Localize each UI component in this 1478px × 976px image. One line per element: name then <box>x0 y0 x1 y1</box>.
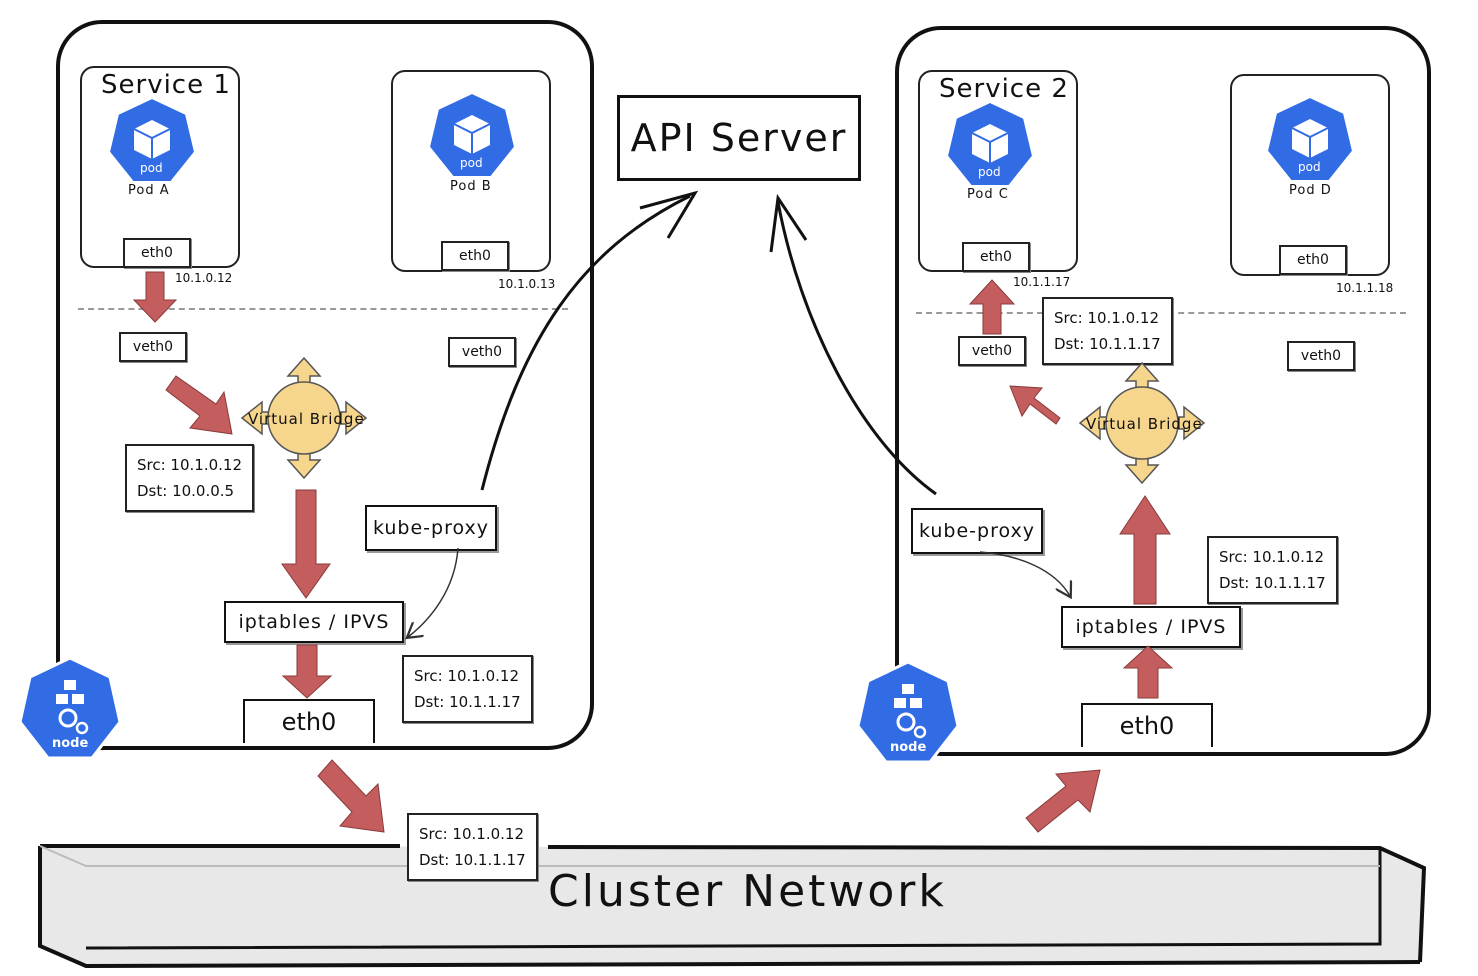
packet-dst: Dst: 10.1.1.17 <box>419 851 526 869</box>
red-arrow-network-to-eth0 <box>1025 769 1101 833</box>
right-node-icon-text: node <box>890 740 927 755</box>
packet-src: Src: 10.1.0.12 <box>414 667 519 685</box>
pod-c-eth0: eth0 <box>962 242 1030 272</box>
red-arrow-iptables-to-eth0 <box>281 644 333 699</box>
pod-a-label: Pod A <box>128 183 170 198</box>
pod-d-eth0: eth0 <box>1279 245 1347 275</box>
left-virtual-bridge <box>240 356 368 480</box>
right-kube-proxy-to-api-arrow <box>776 201 937 496</box>
pod-b-ip: 10.1.0.13 <box>498 277 556 291</box>
red-arrow-bridge-to-iptables <box>281 489 331 599</box>
red-arrow-eth0-to-iptables <box>1122 645 1174 699</box>
left-bridge-packet: Src: 10.1.0.12 Dst: 10.0.0.5 <box>125 444 254 512</box>
pod-b-label: Pod B <box>450 179 492 194</box>
pod-a-icon-text: pod <box>140 161 163 175</box>
right-proxy-iptables-arrow <box>979 551 1070 596</box>
right-api-arrowhead <box>769 193 808 253</box>
right-iptables-packet: Src: 10.1.0.12 Dst: 10.1.1.17 <box>1207 536 1338 604</box>
pod-b-eth0: eth0 <box>441 241 509 271</box>
packet-dst: Dst: 10.1.1.17 <box>1054 335 1161 353</box>
left-virtual-bridge-label: Virtual Bridge <box>248 410 365 428</box>
red-arrow-veth-to-podC <box>968 279 1016 335</box>
packet-src: Src: 10.1.0.12 <box>1219 548 1324 566</box>
right-node-eth0: eth0 <box>1081 703 1213 747</box>
pod-icon <box>107 96 197 183</box>
right-virtual-bridge-label: Virtual Bridge <box>1086 415 1203 433</box>
service-2-title: Service 2 <box>939 74 1069 104</box>
red-arrow-iptables-to-bridge <box>1119 495 1171 605</box>
left-api-arrowhead <box>639 190 699 239</box>
pod-c-label: Pod C <box>967 187 1009 202</box>
right-kube-proxy: kube-proxy <box>911 508 1043 554</box>
pod-a-veth0: veth0 <box>119 332 187 362</box>
pod-d-veth0: veth0 <box>1287 341 1355 371</box>
packet-src: Src: 10.1.0.12 <box>137 456 242 474</box>
pod-c-veth0: veth0 <box>958 336 1026 366</box>
pod-a-ip: 10.1.0.12 <box>175 271 233 285</box>
right-iptables-ipvs: iptables / IPVS <box>1061 606 1241 648</box>
left-pod-boundary <box>78 308 568 310</box>
left-node-icon-text: node <box>52 736 89 751</box>
pod-c-ip: 10.1.1.17 <box>1013 275 1071 289</box>
left-proxy-iptables-arrow <box>408 547 459 637</box>
pod-icon <box>427 91 517 178</box>
packet-dst: Dst: 10.1.1.17 <box>414 693 521 711</box>
node-icon <box>856 660 960 764</box>
pod-icon <box>1265 95 1355 182</box>
pod-b-icon-text: pod <box>460 156 483 170</box>
network-packet: Src: 10.1.0.12 Dst: 10.1.1.17 <box>407 813 538 881</box>
pod-d-box <box>1230 74 1390 276</box>
packet-dst: Dst: 10.1.1.17 <box>1219 574 1326 592</box>
pod-d-ip: 10.1.1.18 <box>1336 281 1394 295</box>
pod-b-veth0: veth0 <box>448 337 516 367</box>
left-kube-proxy-to-api-arrow <box>480 194 691 491</box>
right-virtual-bridge <box>1078 361 1206 485</box>
packet-src: Src: 10.1.0.12 <box>1054 309 1159 327</box>
node-icon <box>18 656 122 760</box>
cluster-network-label: Cluster Network <box>548 866 947 917</box>
service-1-title: Service 1 <box>101 70 231 100</box>
left-kube-proxy: kube-proxy <box>365 505 497 551</box>
red-arrow-podA-down <box>132 271 178 323</box>
api-server-box: API Server <box>617 95 861 181</box>
pod-c-icon-text: pod <box>978 165 1001 179</box>
right-veth-packet: Src: 10.1.0.12 Dst: 10.1.1.17 <box>1042 297 1173 365</box>
pod-d-icon-text: pod <box>1298 160 1321 174</box>
red-arrow-eth0-to-network <box>317 759 385 833</box>
left-iptables-ipvs: iptables / IPVS <box>224 601 404 643</box>
red-arrow-bridge-to-veth <box>1009 385 1061 425</box>
left-node-eth0: eth0 <box>243 699 375 743</box>
pod-d-label: Pod D <box>1289 183 1332 198</box>
packet-dst: Dst: 10.0.0.5 <box>137 482 235 500</box>
packet-src: Src: 10.1.0.12 <box>419 825 524 843</box>
pod-a-eth0: eth0 <box>123 238 191 268</box>
left-iptables-packet: Src: 10.1.0.12 Dst: 10.1.1.17 <box>402 655 533 723</box>
pod-icon <box>945 100 1035 187</box>
red-arrow-veth-to-bridge <box>165 375 233 435</box>
